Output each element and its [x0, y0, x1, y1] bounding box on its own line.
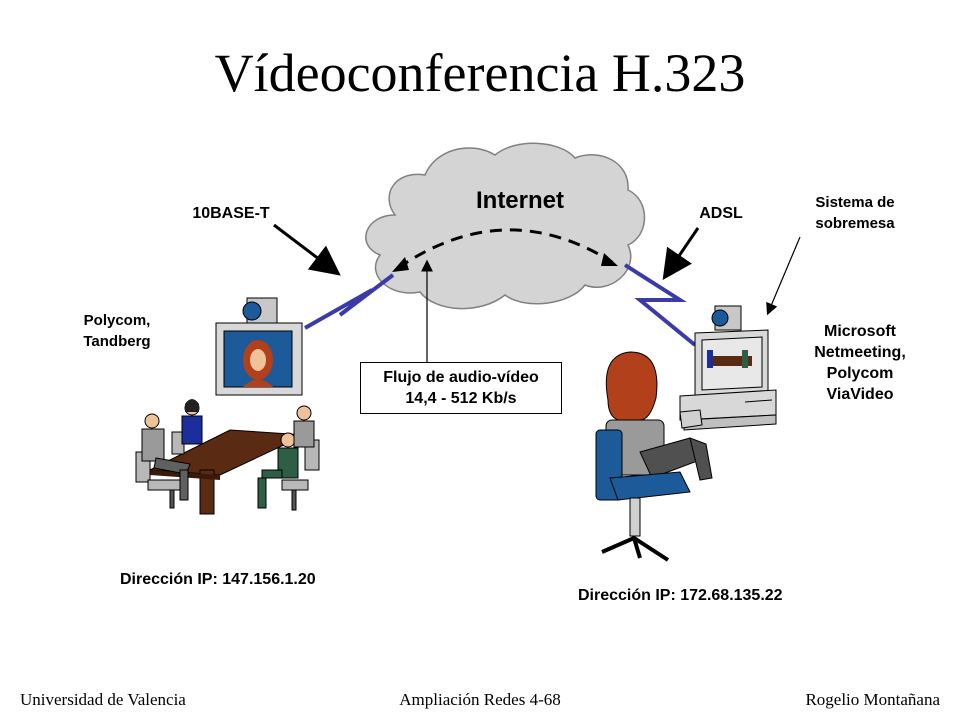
flow-box: Flujo de audio-vídeo 14,4 - 512 Kb/s	[360, 362, 562, 414]
left-equipment-line2: Tandberg	[83, 333, 151, 350]
stream-dashed-arrow	[397, 228, 613, 270]
desktop-monitor	[694, 329, 769, 397]
left-equipment-line1: Polycom,	[83, 312, 151, 329]
cloud-label: Internet	[476, 187, 564, 214]
flow-box-line1: Flujo de audio-vídeo	[383, 369, 539, 386]
person-left-man	[141, 413, 191, 501]
right-ip-label: Dirección IP: 172.68.135.22	[578, 587, 783, 604]
desktop-computer	[679, 389, 777, 431]
stream-arrowhead-left	[392, 257, 409, 272]
person-right-man-grey	[293, 405, 315, 448]
right-link-arrow	[662, 227, 700, 280]
person-right-man-green	[257, 432, 299, 509]
person-woman-blue	[181, 399, 203, 445]
left-link-label: 10BASE-T	[192, 205, 270, 222]
chairs	[135, 431, 320, 511]
office-chair	[595, 429, 691, 562]
desktop-system-label-line1: Sistema de	[815, 194, 895, 211]
left-ip-label: Dirección IP: 147.156.1.20	[120, 571, 316, 588]
right-link-bolt	[623, 263, 697, 347]
left-link-bolt	[304, 273, 395, 330]
left-link-arrow	[273, 223, 341, 276]
flow-box-line2: 14,4 - 512 Kb/s	[405, 390, 517, 407]
desktop-system-label-line2: sobremesa	[815, 215, 895, 232]
slide-title: Vídeoconferencia H.323	[214, 43, 746, 103]
desktop-system-label: Sistema de sobremesa	[785, 192, 925, 234]
room-monitor	[215, 322, 303, 396]
right-equipment-label: Microsoft Netmeeting, Polycom ViaVideo	[790, 321, 930, 405]
room-system	[135, 297, 320, 515]
internet-cloud	[365, 142, 646, 310]
footer-right: Rogelio Montañana	[805, 690, 940, 709]
stream-arrowhead-right	[601, 253, 618, 266]
right-equipment-line4: ViaVideo	[826, 386, 894, 403]
desktop-camera	[711, 305, 742, 331]
right-equipment-line2: Netmeeting,	[814, 344, 906, 361]
right-equipment-line1: Microsoft	[824, 323, 896, 340]
footer-center: Ampliación Redes 4-68	[399, 690, 561, 709]
right-link-label: ADSL	[699, 205, 743, 222]
desktop-system-arrow	[766, 236, 801, 316]
left-equipment-label: Polycom, Tandberg	[62, 310, 172, 352]
right-equipment-line3: Polycom	[826, 365, 894, 382]
footer-left: Universidad de Valencia	[20, 690, 186, 709]
desktop-system	[595, 305, 777, 562]
